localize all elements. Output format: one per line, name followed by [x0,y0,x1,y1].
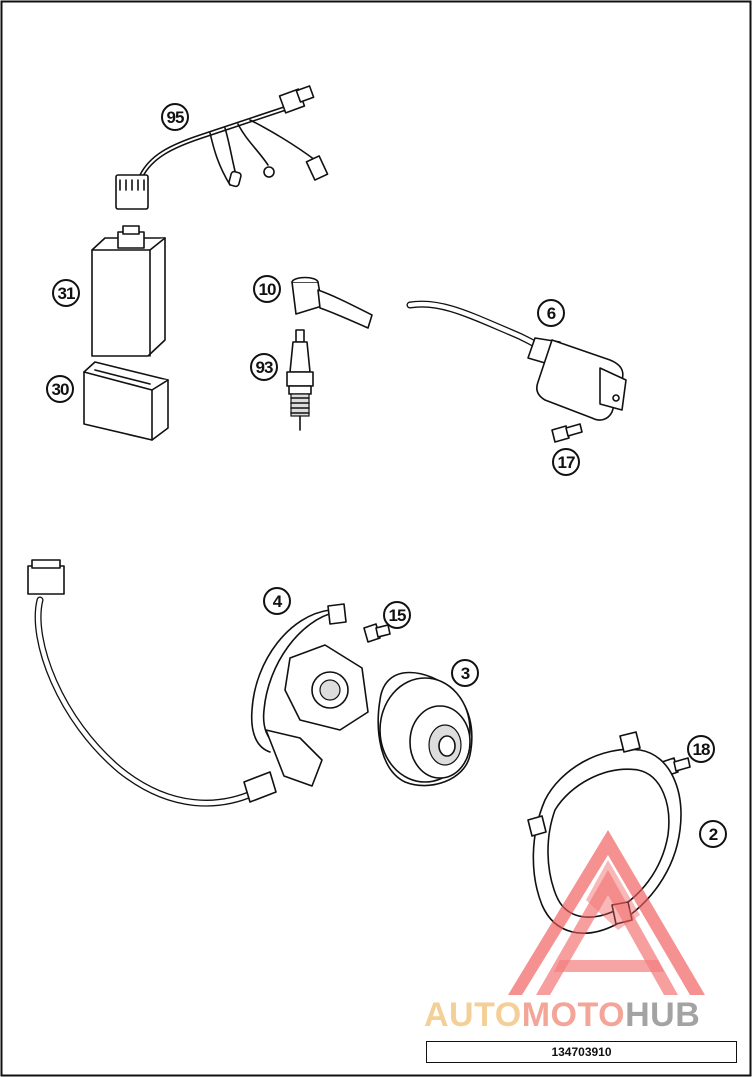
callout-3-circle [451,659,479,687]
callout-18: 18 [693,740,710,759]
callout-15-circle [383,601,411,629]
logo-triangle-mark [508,830,705,995]
callout-93-circle [250,353,278,381]
callout-17-circle [552,448,580,476]
spark-plug-part [286,329,314,431]
callout-93: 93 [256,358,273,377]
reference-number: 134703910 [551,1045,612,1059]
callout-18-circle [687,735,715,763]
callout-95: 95 [167,108,184,127]
spark-plug-cap-part [291,276,373,329]
coil-bolt-part [551,423,583,443]
rotor-part [377,671,473,787]
svg-text:AUTOMOTOHUB: AUTOMOTOHUB [424,996,700,1034]
callout-6: 6 [547,304,556,323]
callout-95-circle [161,103,189,131]
callout-4-circle [263,587,291,615]
logo-word-hub: HUB [625,996,700,1034]
callout-3: 3 [461,664,470,683]
callout-2-circle [699,820,727,848]
wiring-harness-part [115,85,329,210]
callout-30-circle [46,375,74,403]
callout-10: 10 [259,280,276,299]
callout-10-circle [253,275,281,303]
callout-6-circle [537,299,565,327]
logo-word-moto: MOTO [522,996,625,1034]
stator-part [27,559,369,807]
stator-screw-part [363,623,391,643]
rubber-sleeve-part [83,361,169,441]
callout-30: 30 [52,380,69,399]
callout-31-circle [52,279,80,307]
cdi-unit-part [91,225,166,357]
callout-31: 31 [58,284,75,303]
callout-15: 15 [389,606,406,625]
callout-17: 17 [558,453,575,472]
ignition-coil-part [406,300,627,421]
reference-number-box: 134703910 [426,1041,737,1063]
callout-4: 4 [273,592,283,611]
automotohub-logo: AUTOMOTOHUB [424,830,705,1034]
logo-word-auto: AUTO [424,996,522,1034]
callout-2: 2 [709,825,718,844]
